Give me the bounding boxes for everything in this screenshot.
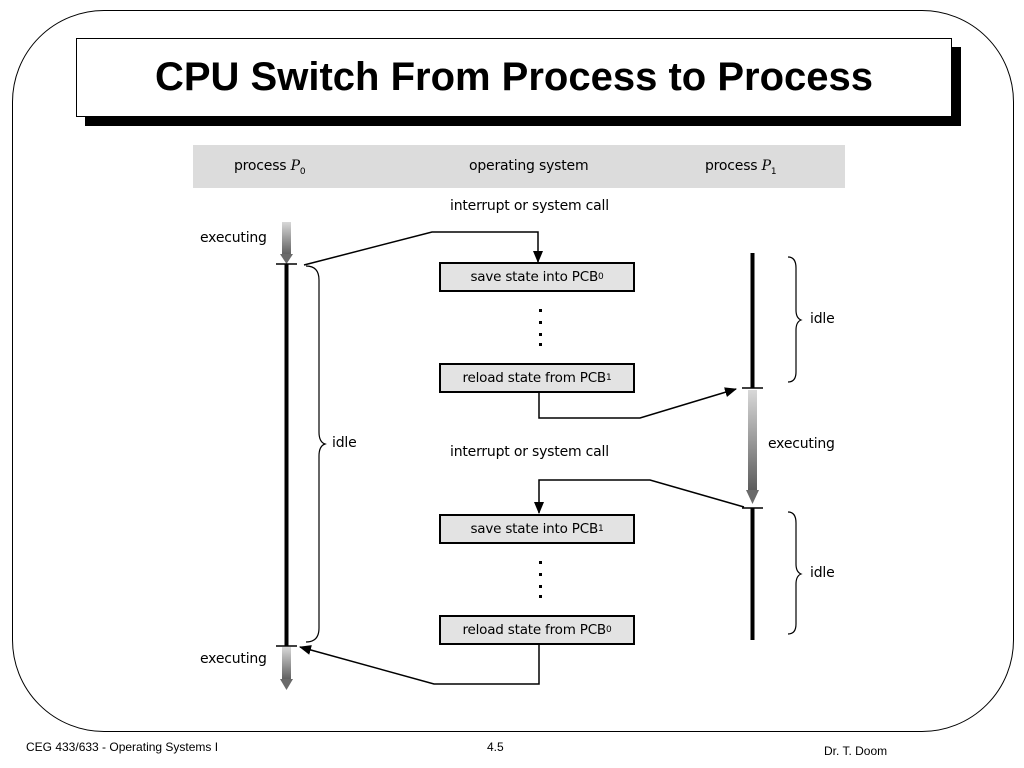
ellipsis-dots-top [539, 309, 542, 346]
label-p0-executing-bottom: executing [200, 651, 267, 667]
p1-idle-brace-bottom [787, 511, 803, 635]
p1-idle-brace-top [787, 256, 803, 383]
header-p0-text: process [234, 158, 291, 174]
footer-course: CEG 433/633 - Operating Systems I [26, 740, 219, 754]
box1-text: save state into PCB [470, 269, 599, 285]
p0-executing-top-arrow [280, 222, 293, 264]
p0-idle-line [276, 263, 297, 647]
label-p0-idle: idle [332, 435, 357, 451]
label-p1-idle-top: idle [810, 311, 835, 327]
box1-sub: 0 [598, 272, 604, 282]
arrow-reload-pcb1-to-p1 [538, 387, 737, 419]
box3-text: save state into PCB [470, 521, 599, 537]
header-operating-system: operating system [469, 158, 589, 174]
label-interrupt-mid: interrupt or system call [450, 444, 609, 460]
arrow-p0-to-save-pcb0 [303, 231, 543, 266]
box4-sub: 0 [606, 625, 612, 635]
p1-executing-arrow [746, 390, 759, 504]
box3-sub: 1 [598, 524, 604, 534]
header-p0-sub: 0 [299, 166, 306, 177]
p0-executing-bottom-arrow [280, 647, 293, 690]
arrow-p1-to-save-pcb1 [534, 479, 745, 514]
header-p1-text: process [705, 158, 762, 174]
header-p0-var: P [290, 158, 300, 174]
header-process-p1: process P1 [705, 158, 777, 177]
slide-title: CPU Switch From Process to Process [154, 55, 873, 99]
p0-idle-brace [305, 265, 327, 643]
label-p1-executing: executing [768, 436, 835, 452]
box2-text: reload state from PCB [462, 370, 606, 386]
box4-text: reload state from PCB [462, 622, 606, 638]
title-box: CPU Switch From Process to Process [76, 38, 952, 117]
label-interrupt-top: interrupt or system call [450, 198, 609, 214]
arrow-reload-pcb0-to-p0 [299, 644, 540, 685]
column-header-band [193, 145, 845, 188]
label-p1-idle-bottom: idle [810, 565, 835, 581]
footer-page-number: 4.5 [487, 740, 504, 754]
box2-sub: 1 [606, 373, 612, 383]
slide-frame [12, 10, 1014, 732]
header-p1-var: P [761, 158, 771, 174]
header-process-p0: process P0 [234, 158, 306, 177]
header-p1-sub: 1 [770, 166, 777, 177]
footer-author: Dr. T. Doom [824, 744, 888, 758]
ellipsis-dots-bottom [539, 561, 542, 598]
label-p0-executing-top: executing [200, 230, 267, 246]
